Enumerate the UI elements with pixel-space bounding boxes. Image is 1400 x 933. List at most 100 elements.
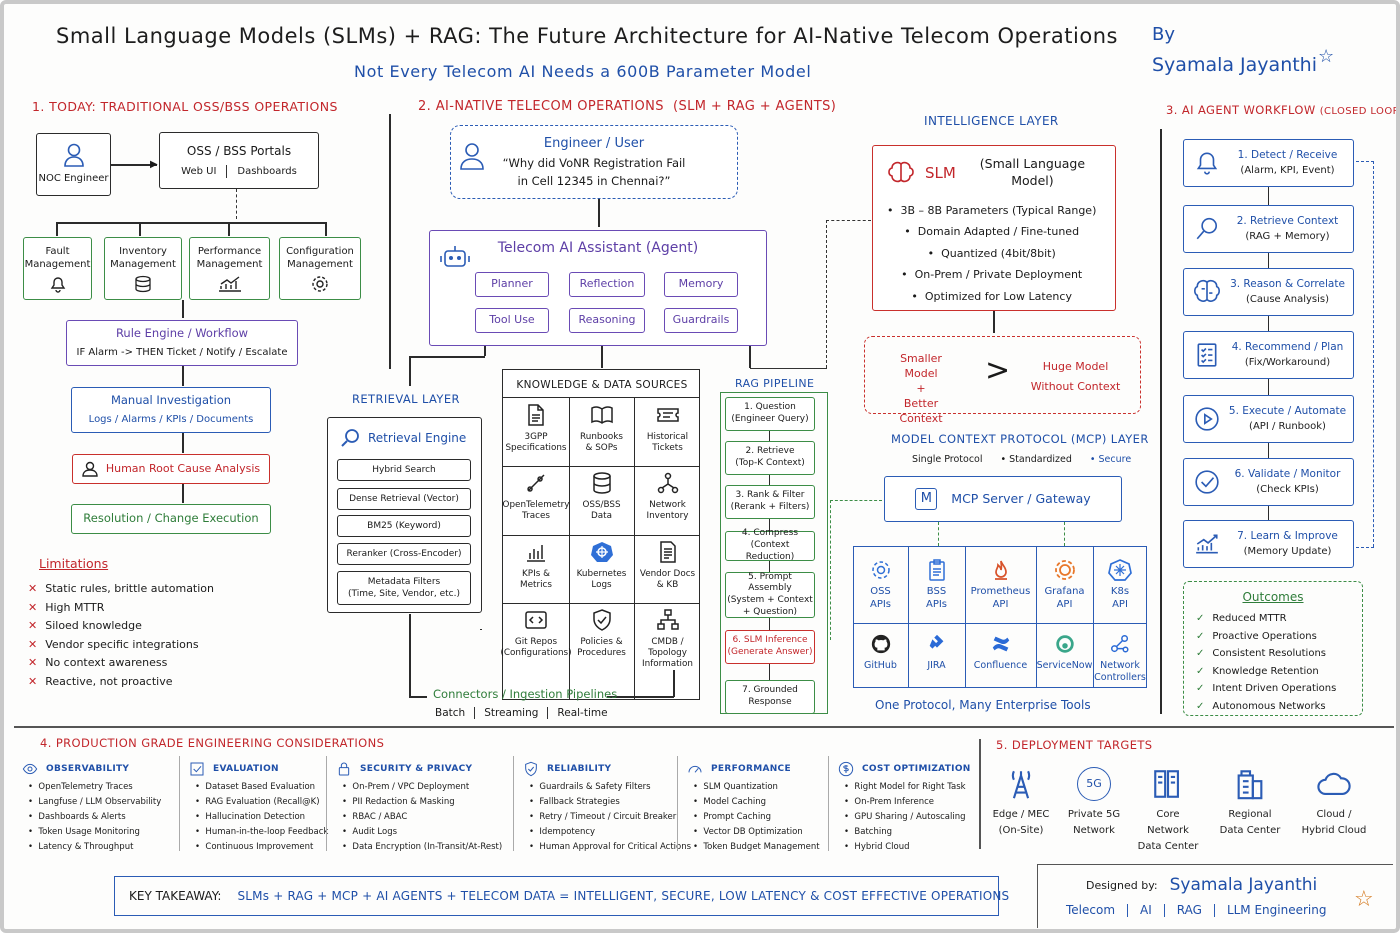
slm-box: SLM (Small Language Model) • 3B – 8B Par… (872, 145, 1116, 311)
limitations-title: Limitations (39, 556, 109, 571)
workflow-step: 5. Execute / Automate(API / Runbook) (1183, 395, 1354, 443)
list-item: ✓Proactive Operations (1196, 630, 1317, 642)
knowledge-sources-box: KNOWLEDGE & DATA SOURCES (502, 369, 700, 700)
mcp-server-box: M MCP Server / Gateway (884, 476, 1122, 522)
noc-label: NOC Engineer (38, 173, 109, 185)
shield-icon (592, 609, 611, 631)
lock-icon (338, 762, 350, 776)
reranker: Reranker (Cross-Encoder) (337, 543, 471, 565)
shield-check-icon (525, 761, 537, 777)
portals-title: OSS / BSS Portals (186, 143, 292, 158)
portals-dashboards: Dashboards (237, 165, 297, 177)
topology-icon (656, 609, 679, 630)
mcp-tool-github: GitHub (853, 627, 908, 687)
gear-icon (871, 561, 890, 579)
section3-title: 3. AI AGENT WORKFLOW (CLOSED LOOP) (1166, 103, 1400, 117)
outcomes-box: Outcomes ✓Reduced MTTR ✓Proactive Operat… (1183, 581, 1363, 716)
outcomes-list: ✓Reduced MTTR ✓Proactive Operations ✓Con… (1196, 610, 1336, 715)
mcp-footer: One Protocol, Many Enterprise Tools (875, 698, 1091, 712)
section1-title: 1. TODAY: TRADITIONAL OSS/BSS OPERATIONS (32, 99, 338, 114)
byline-name: Syamala Jayanthi (1152, 54, 1318, 76)
byline-by: By (1152, 24, 1176, 45)
book-icon (590, 406, 613, 424)
star-icon: ☆ (1318, 46, 1335, 67)
agent-module-reflection: Reflection (569, 272, 645, 297)
consideration-column: OBSERVABILITY• OpenTelemetry Traces• Lan… (22, 761, 161, 855)
rag-step: 5. Prompt Assembly(System + Context+ Que… (725, 572, 815, 618)
human-rca-box: Human Root Cause Analysis (72, 454, 270, 484)
list-item: ✓Autonomous Networks (1196, 700, 1326, 712)
page-title: Small Language Models (SLMs) + RAG: The … (56, 24, 1118, 48)
slm-bullets: • 3B – 8B Parameters (Typical Range) • D… (887, 200, 1096, 308)
knowledge-title: KNOWLEDGE & DATA SOURCES (516, 379, 688, 391)
deployment-target: Cloud /Hybrid Cloud (1300, 761, 1368, 841)
knowledge-source-cell: Policies &Procedures (569, 602, 634, 699)
grafana-icon (1054, 560, 1075, 580)
trace-icon (527, 474, 545, 492)
list-item: ✕Reactive, not proactive (28, 674, 173, 688)
list-item: • Quantized (4bit/8bit) (927, 246, 1056, 260)
rule-engine-box: Rule Engine / Workflow IF Alarm -> THEN … (66, 320, 298, 366)
brain-icon (888, 161, 914, 183)
mcp-tool-confluence: Confluence (965, 627, 1036, 687)
checkbox-icon (190, 762, 204, 776)
star-icon: ☆ (1354, 887, 1374, 912)
brain-icon (1194, 279, 1220, 302)
github-icon (871, 634, 890, 654)
hybrid-search: Hybrid Search (337, 459, 471, 481)
rag-step: 3. Rank & Filter(Rerank + Filters) (725, 485, 815, 519)
list-item: ✓Reduced MTTR (1196, 613, 1287, 624)
person-icon (82, 461, 98, 477)
controller-icon (1111, 635, 1129, 653)
check-circle-icon (1195, 470, 1219, 494)
greater-than: > (985, 353, 1011, 388)
portals-box: OSS / BSS Portals Web UI Dashboards (159, 132, 319, 189)
play-icon (1195, 407, 1219, 431)
checklist-icon (1197, 343, 1217, 367)
document-icon (528, 404, 544, 426)
server-icon (1154, 770, 1179, 798)
agent-module-memory: Memory (664, 272, 738, 297)
robot-icon (440, 246, 470, 267)
5g-icon: 5G (1077, 767, 1111, 801)
key-takeaway-box: KEY TAKEAWAY: SLMs + RAG + MCP + AI AGEN… (114, 876, 1009, 916)
jira-icon (929, 634, 943, 649)
workflow-step: 4. Recommend / Plan(Fix/Workaround) (1183, 331, 1354, 379)
confluence-icon (992, 636, 1009, 652)
knowledge-source-cell: Runbooks& SOPs (569, 397, 634, 465)
servicenow-icon (1055, 635, 1074, 653)
bm25: BM25 (Keyword) (337, 515, 471, 537)
network-icon (657, 472, 678, 494)
consideration-column: EVALUATION• Dataset Based Evaluation• RA… (189, 761, 328, 855)
consideration-column: PERFORMANCE• SLM Quantization• Model Cac… (687, 761, 820, 855)
rag-step: 4. Compress(Context Reduction) (725, 528, 815, 562)
dollar-icon (838, 761, 854, 777)
portals-web-ui: Web UI (181, 165, 217, 177)
list-item: • 3B – 8B Parameters (Typical Range) (887, 203, 1097, 217)
database-icon (592, 472, 611, 494)
building-icon (1237, 770, 1263, 800)
search-icon (341, 429, 359, 447)
agent-module-tool-use: Tool Use (475, 308, 549, 333)
user-icon (460, 143, 484, 170)
deployment-target: Edge / MEC(On-Site) (987, 761, 1055, 841)
mcp-tool-servicenow: ServiceNow (1036, 627, 1093, 687)
k8s-icon (1108, 559, 1132, 581)
ticket-icon (656, 408, 679, 422)
docs-icon (659, 541, 676, 563)
mcp-title: MODEL CONTEXT PROTOCOL (MCP) LAYER (891, 432, 1149, 446)
noc-engineer-box: NOC Engineer (36, 133, 111, 196)
